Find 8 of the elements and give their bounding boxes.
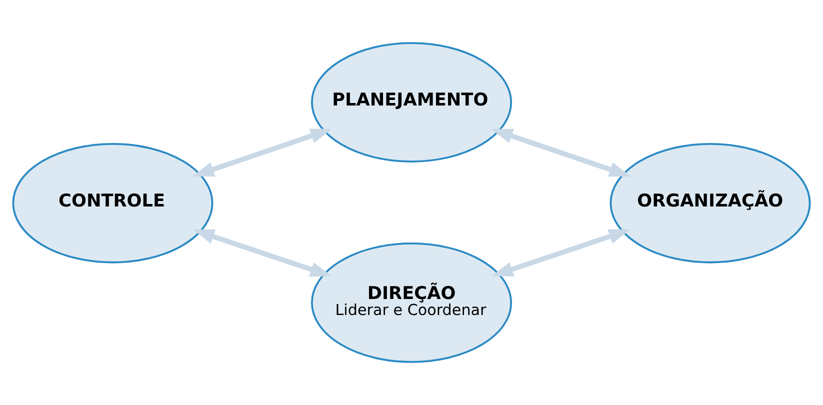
arrow [491,128,631,177]
node-ellipse: DIREÇÃO Liderar e Coordenar [310,242,512,363]
arrow [192,128,332,177]
node-ellipse: ORGANIZAÇÃO [610,142,811,264]
node-ellipse: PLANEJAMENTO [310,42,512,162]
arrow [192,229,332,277]
arrow [492,229,630,276]
node-ellipse: CONTROLE [12,142,214,264]
